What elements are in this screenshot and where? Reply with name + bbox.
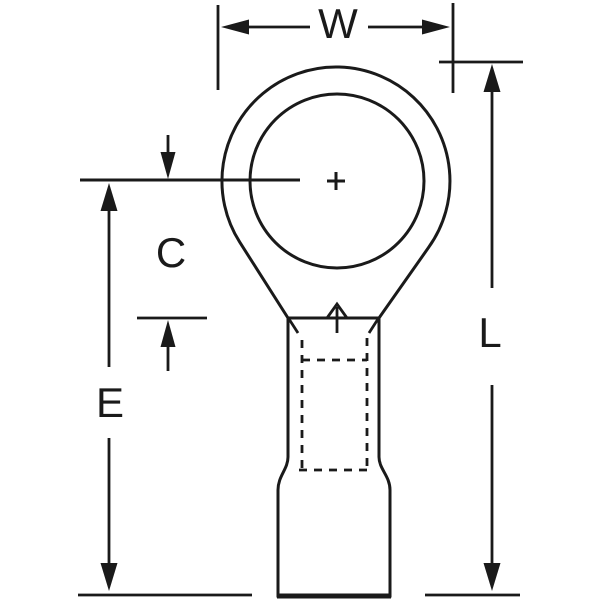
e-arrowhead-top <box>100 183 118 211</box>
seam-tick-right <box>367 318 380 334</box>
arrowheads <box>100 19 501 591</box>
l-arrowhead-top <box>483 64 501 92</box>
w-arrowhead-left <box>221 19 249 35</box>
wire-barrel-hidden-lines <box>299 338 370 472</box>
c-arrowhead-up <box>160 320 176 347</box>
wire-insertion-arrow <box>325 301 349 333</box>
e-arrowhead-bottom <box>100 563 118 591</box>
seam-tick-left <box>287 318 300 334</box>
drawing-content: W C E L <box>78 0 523 599</box>
label-l: L <box>478 309 501 356</box>
barrel-seam-ticks <box>287 318 380 334</box>
label-w: W <box>318 0 358 47</box>
label-e: E <box>96 379 124 426</box>
dimension-lines <box>78 3 523 597</box>
ring-tongue-outline <box>220 65 452 320</box>
wire-arrow-chevron <box>325 301 349 319</box>
l-arrowhead-bottom <box>483 563 501 591</box>
w-arrowhead-right <box>422 19 450 35</box>
c-arrowhead-down <box>160 152 176 179</box>
center-mark <box>327 172 345 190</box>
label-c: C <box>156 229 186 276</box>
dimension-labels: W C E L <box>96 0 502 426</box>
